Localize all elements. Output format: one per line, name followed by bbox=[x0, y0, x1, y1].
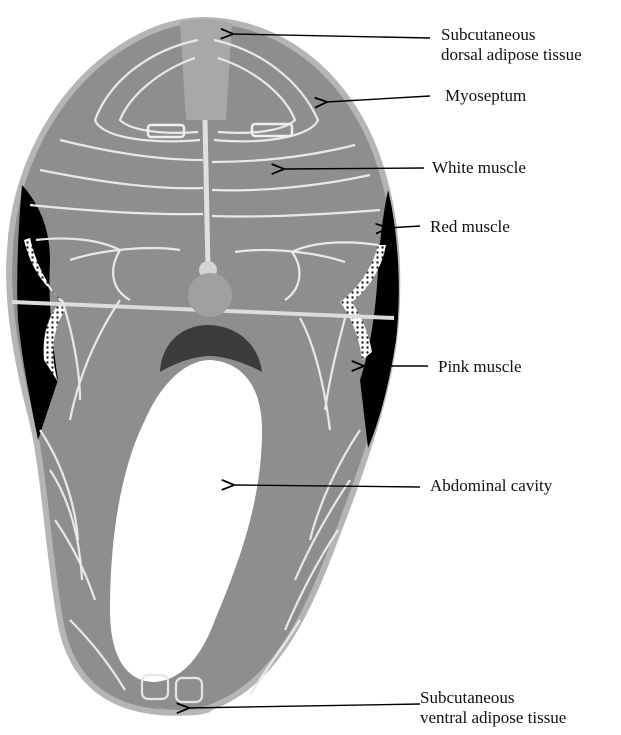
label-dorsal-line2: dorsal adipose tissue bbox=[441, 45, 582, 65]
label-abdominal-cavity: Abdominal cavity bbox=[430, 476, 552, 496]
label-red-muscle: Red muscle bbox=[430, 217, 510, 237]
label-white-muscle: White muscle bbox=[432, 158, 526, 178]
label-dorsal-line1: Subcutaneous bbox=[441, 25, 582, 45]
vertical-septum bbox=[205, 120, 208, 270]
label-ventral-line1: Subcutaneous bbox=[420, 688, 566, 708]
label-myoseptum: Myoseptum bbox=[445, 86, 526, 106]
label-ventral-line2: ventral adipose tissue bbox=[420, 708, 566, 728]
dorsal-adipose-region bbox=[180, 19, 232, 120]
label-subcutaneous-dorsal-adipose-tissue: Subcutaneous dorsal adipose tissue bbox=[441, 25, 582, 65]
vertebra bbox=[188, 273, 232, 317]
arrow-white-muscle bbox=[283, 168, 424, 169]
label-pink-muscle: Pink muscle bbox=[438, 357, 522, 377]
label-subcutaneous-ventral-adipose-tissue: Subcutaneous ventral adipose tissue bbox=[420, 688, 566, 728]
